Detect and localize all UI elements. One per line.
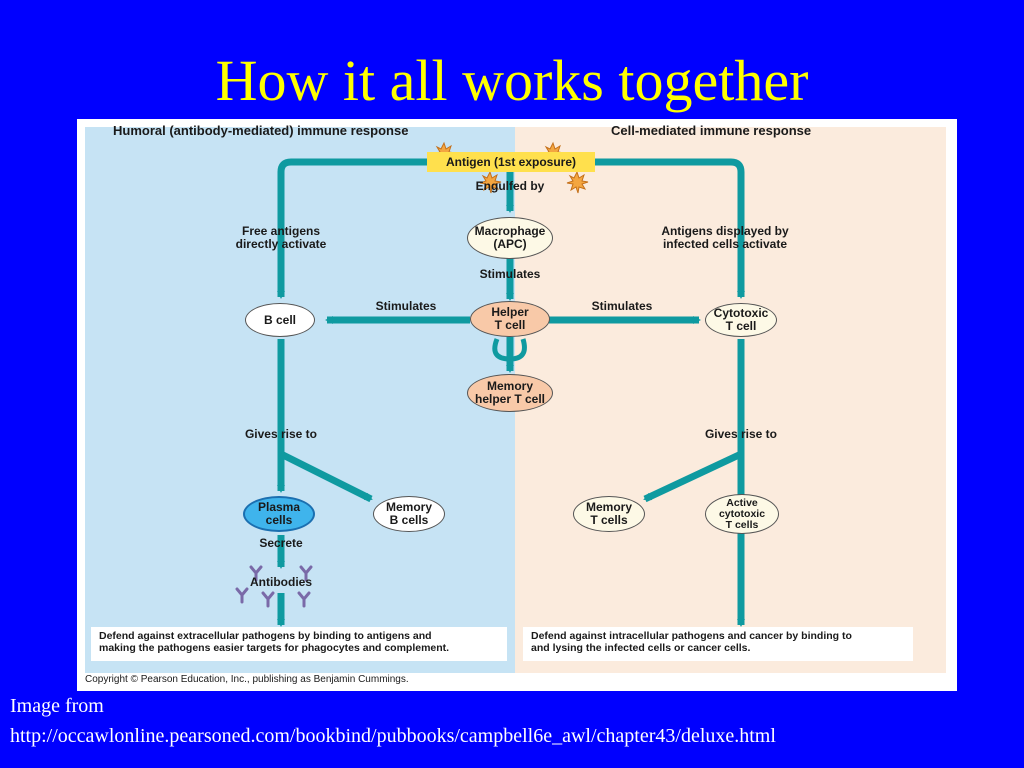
engulfed-by-label: Engulfed by — [475, 179, 545, 193]
gives-rise-left-label: Gives rise to — [244, 427, 318, 441]
humoral-panel — [85, 127, 515, 673]
free-antigens-label: Free antigens directly activate — [235, 224, 327, 251]
memory-b-cells-node: Memory B cells — [373, 496, 445, 532]
copyright-notice: Copyright © Pearson Education, Inc., pub… — [85, 674, 409, 685]
antigen-box: Antigen (1st exposure) — [427, 152, 595, 172]
stimulates-left-label: Stimulates — [375, 299, 437, 313]
antigens-displayed-label: Antigens displayed by infected cells act… — [661, 224, 789, 251]
cell-mediated-panel — [515, 127, 946, 673]
slide-title: How it all works together — [215, 48, 809, 113]
arrow-b-cell-to-memory-b — [279, 450, 373, 503]
helper-t-cell-node: Helper T cell — [470, 301, 550, 337]
arrow-cytotoxic-to-memory-t — [643, 450, 743, 503]
flow-arrows — [235, 141, 745, 627]
memory-t-cells-node: Memory T cells — [573, 496, 645, 532]
antibodies-label: Antibodies — [250, 575, 312, 589]
caption-source-url: http://occawlonline.pearsoned.com/bookbi… — [10, 725, 776, 747]
b-cell-node: B cell — [245, 303, 315, 337]
arrow-antigen-to-cytotoxic — [595, 158, 745, 299]
helper-self-loop — [492, 338, 527, 362]
active-cytotoxic-t-cells-node: Active cytotoxic T cells — [705, 494, 779, 534]
cell-mediated-title: Cell-mediated immune response — [611, 123, 812, 138]
antibody-icons — [235, 565, 313, 608]
immune-response-diagram: Humoral (antibody-mediated) immune respo… — [77, 119, 957, 691]
cytotoxic-t-cell-node: Cytotoxic T cell — [705, 303, 777, 337]
humoral-title: Humoral (antibody-mediated) immune respo… — [113, 123, 409, 138]
arrow-antigen-to-b-cell — [277, 158, 427, 299]
defend-cell-mediated-box: Defend against intracellular pathogens a… — [523, 627, 913, 661]
defend-humoral-box: Defend against extracellular pathogens b… — [91, 627, 507, 661]
secrete-label: Secrete — [259, 536, 303, 550]
memory-helper-t-cell-node: Memory helper T cell — [467, 374, 553, 412]
stimulates-center-label: Stimulates — [479, 267, 541, 281]
plasma-cells-node: Plasma cells — [243, 496, 315, 532]
gives-rise-right-label: Gives rise to — [704, 427, 778, 441]
caption-image-from: Image from — [10, 695, 104, 717]
stimulates-right-label: Stimulates — [591, 299, 653, 313]
macrophage-node: Macrophage (APC) — [467, 217, 553, 259]
